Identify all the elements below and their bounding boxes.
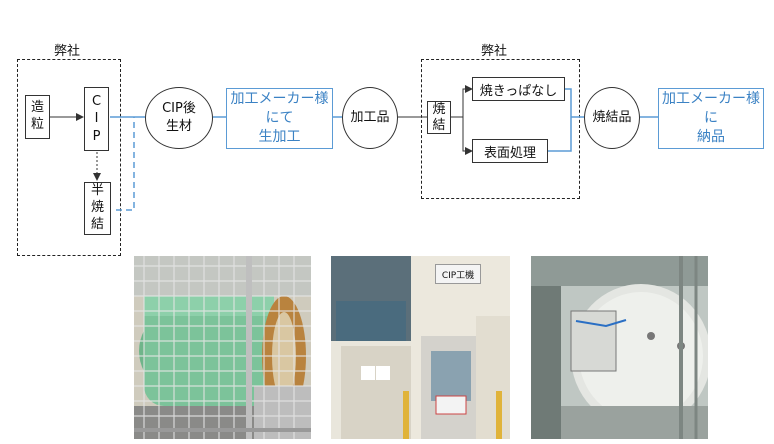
photo-sinter-furnace bbox=[531, 256, 708, 439]
granulation-box: 造 粒 bbox=[25, 95, 50, 139]
photo-cip-machine: CIP工機 bbox=[331, 256, 510, 439]
line-surface-merge bbox=[548, 117, 572, 152]
surface-treatment-box: 表面処理 bbox=[472, 139, 548, 163]
photo-cip-drum bbox=[134, 256, 311, 439]
flow-connectors bbox=[50, 85, 658, 211]
cip-green-circle: CIP後 生材 bbox=[145, 87, 213, 149]
cip-drum-illustration bbox=[134, 256, 311, 439]
sintered-product-circle: 焼結品 bbox=[584, 87, 640, 149]
machined-circle: 加工品 bbox=[342, 87, 398, 149]
deliver-box: 加工メーカー様 に 納品 bbox=[658, 88, 764, 149]
cip-box: C I P bbox=[84, 87, 109, 151]
machine-sign: CIP工機 bbox=[435, 264, 481, 284]
right-group-frame bbox=[421, 59, 580, 199]
cip-machine-illustration bbox=[331, 256, 510, 439]
arrow-sinter-asis bbox=[451, 85, 473, 118]
line-semi-dashed bbox=[116, 117, 135, 211]
sinter-box: 焼 結 bbox=[427, 101, 451, 134]
arrow-sinter-surface bbox=[462, 117, 473, 155]
maker-machining-box: 加工メーカー様 にて 生加工 bbox=[226, 88, 333, 149]
semi-sinter-box: 半 焼 結 bbox=[84, 182, 111, 235]
left-group-frame bbox=[17, 59, 121, 256]
line-asis-merge bbox=[565, 88, 572, 117]
as-sintered-box: 焼きっぱなし bbox=[472, 77, 565, 101]
furnace-illustration bbox=[531, 256, 708, 439]
left-group-label: 弊社 bbox=[54, 44, 81, 59]
right-group-label: 弊社 bbox=[481, 44, 508, 59]
